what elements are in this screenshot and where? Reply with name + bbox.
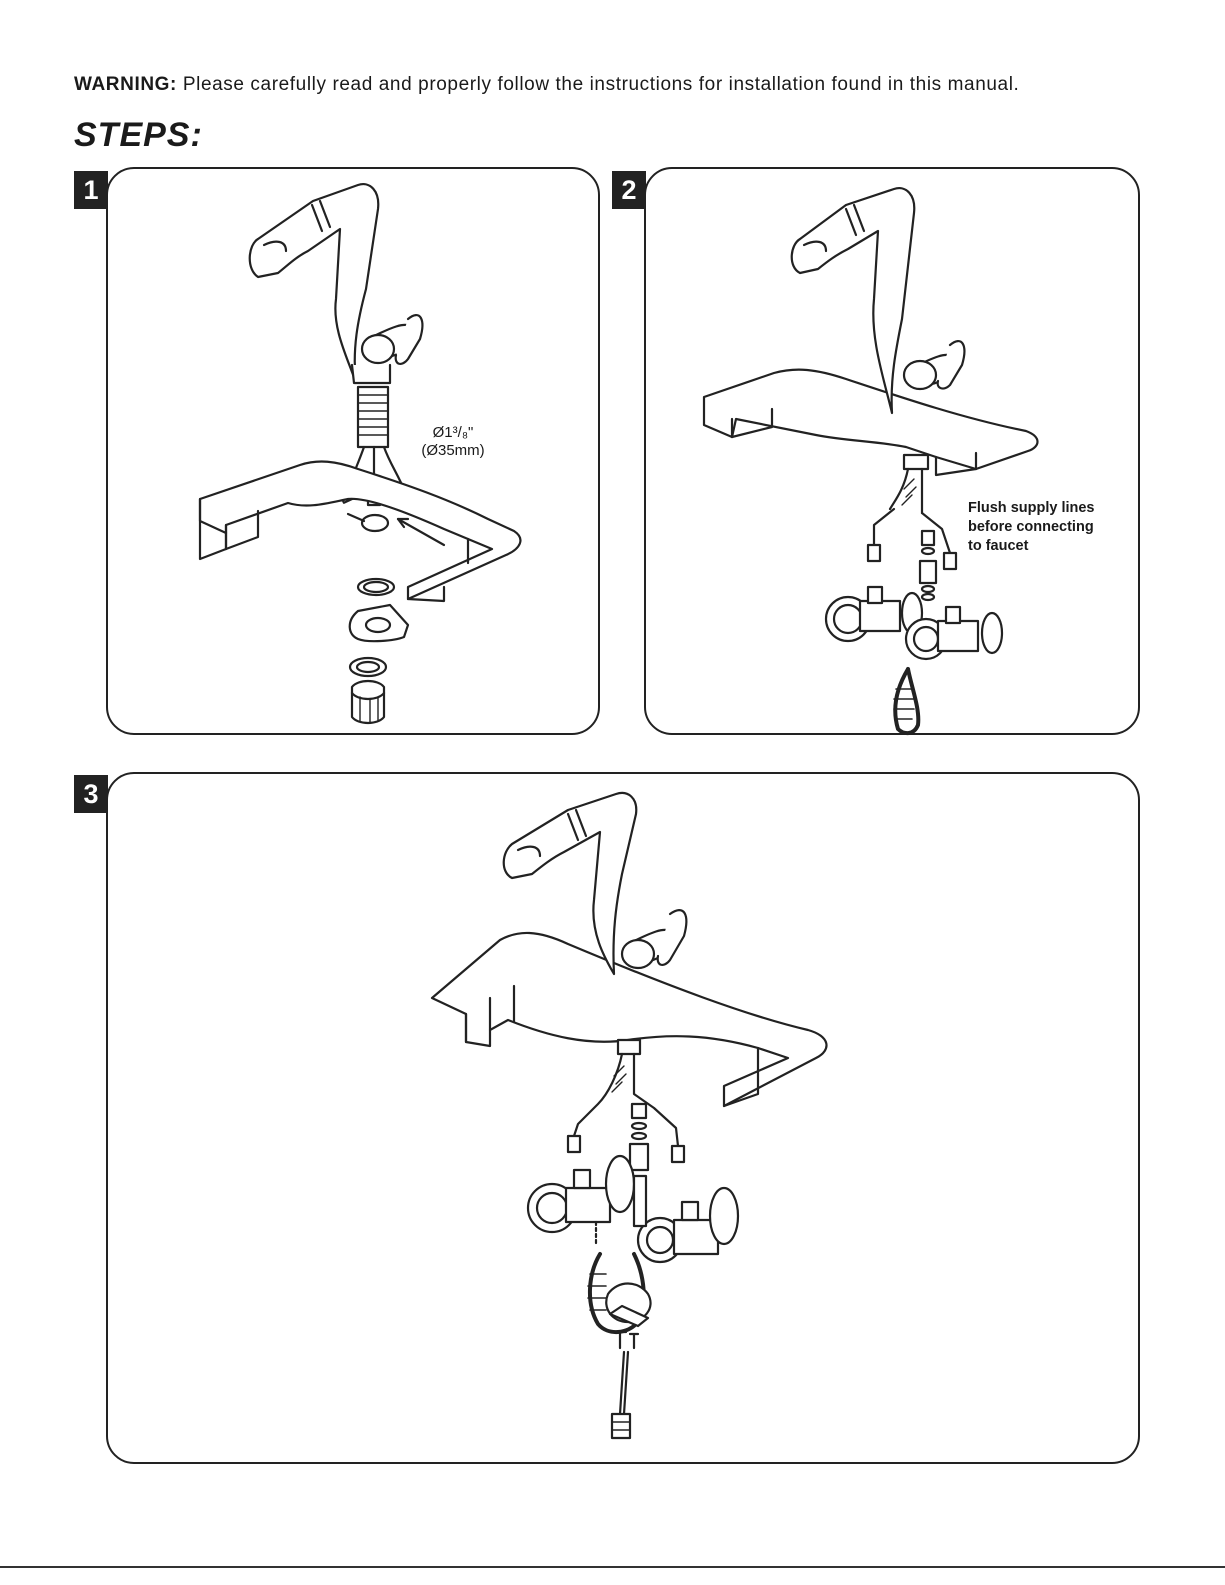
flush-note-line-1: Flush supply lines [968, 499, 1095, 518]
step-1-illustration [108, 169, 602, 737]
step-2-illustration [646, 169, 1142, 737]
page-title: STEPS: [74, 116, 203, 155]
warning-label: WARNING: [74, 74, 177, 95]
step-3-badge: 3 [74, 775, 108, 813]
step-1-badge: 1 [74, 171, 108, 209]
warning-text: WARNING: Please carefully read and prope… [74, 74, 1019, 96]
step-2-badge: 2 [612, 171, 646, 209]
warning-message: Please carefully read and properly follo… [183, 74, 1020, 95]
step-2-panel: Flush supply lines before connecting to … [644, 167, 1140, 735]
footer-rule [0, 1566, 1225, 1568]
flush-note-line-2: before connecting [968, 518, 1094, 537]
hole-diameter-imperial: Ø1³/₈" [398, 423, 508, 442]
flush-note-line-3: to faucet [968, 537, 1028, 556]
step-3-illustration [108, 774, 1142, 1466]
step-1-panel: Ø1³/₈" (Ø35mm) [106, 167, 600, 735]
step-3-panel [106, 772, 1140, 1464]
hole-diameter-metric: (Ø35mm) [398, 441, 508, 460]
